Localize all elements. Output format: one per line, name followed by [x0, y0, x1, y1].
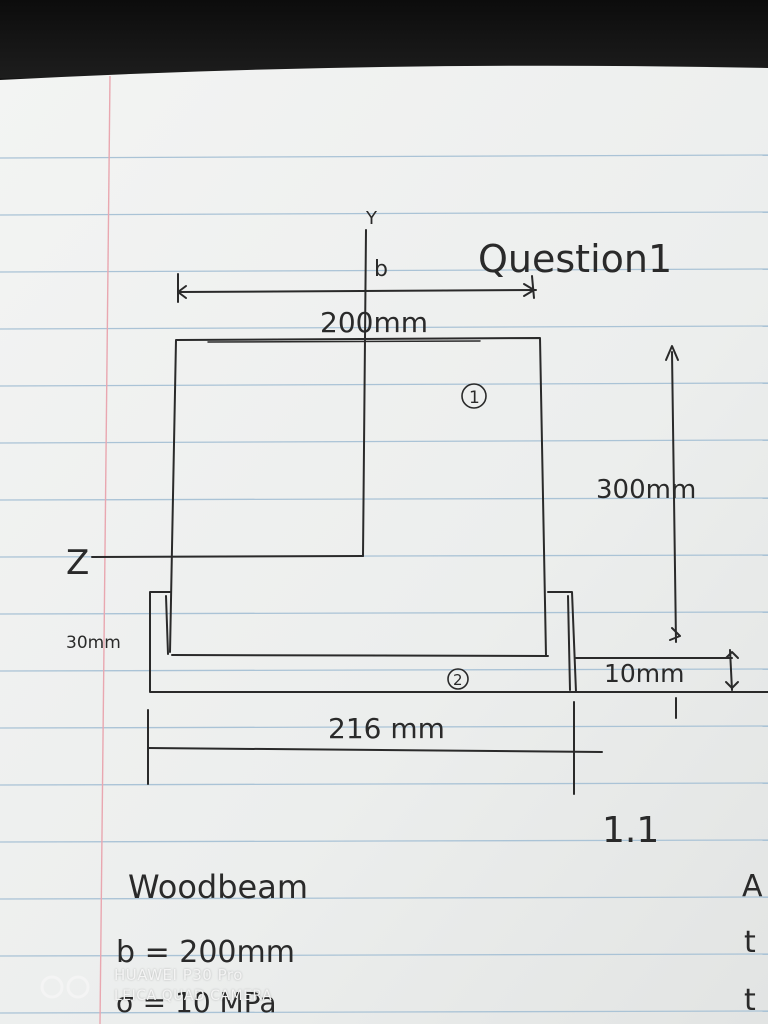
dim-top-label: 200mm [320, 306, 428, 339]
part-1-marker [461, 383, 487, 409]
watermark-model: HUAWEI P30 Pro [114, 966, 243, 984]
margin-line [99, 75, 111, 1024]
axis-y-line [362, 229, 367, 557]
notebook-page: Question1 Y b Z 200mm 300mm 30mm 216 mm … [0, 65, 768, 1024]
note-stress: σ = 10 MPa [116, 986, 276, 1019]
axis-y-label: Y [365, 208, 378, 229]
dim-right-label: 300mm [596, 475, 696, 505]
axis-y-sub-label: b [374, 257, 388, 282]
dim-line-right [671, 351, 677, 643]
note-width: b = 200mm [116, 935, 295, 970]
axis-z-line [91, 555, 364, 558]
huawei-leica-logo-icon [40, 975, 90, 999]
dim-line-top [177, 289, 537, 293]
dark-background [0, 0, 768, 78]
note-right-fragment-3: t [744, 983, 756, 1018]
watermark-camera: LEICA QUAD CAMERA [114, 988, 273, 1004]
dim-left-label: 30mm [66, 633, 121, 653]
note-right-fragment-1: A [742, 869, 763, 904]
note-woodbeam: Woodbeam [128, 868, 308, 906]
part-2-label: 2 [453, 671, 463, 689]
part-2-marker [447, 668, 469, 690]
note-right-fragment-2: t [744, 925, 756, 960]
part-1-label: 1 [469, 388, 480, 408]
camera-watermark: HUAWEI P30 Pro LEICA QUAD CAMERA [38, 962, 358, 1012]
dim-bottom-label: 216 mm [328, 712, 445, 745]
dim-plate-label: 10mm [604, 659, 685, 688]
dim-line-bottom [147, 747, 603, 753]
title-question: Question1 [478, 237, 672, 281]
cross-section-drawing [91, 229, 768, 795]
steel-channel-outline [149, 591, 577, 693]
figure-label: 1.1 [602, 810, 659, 851]
axis-z-label: Z [66, 543, 89, 583]
wood-beam-outline [169, 337, 547, 657]
paper-sheet [0, 65, 768, 1024]
